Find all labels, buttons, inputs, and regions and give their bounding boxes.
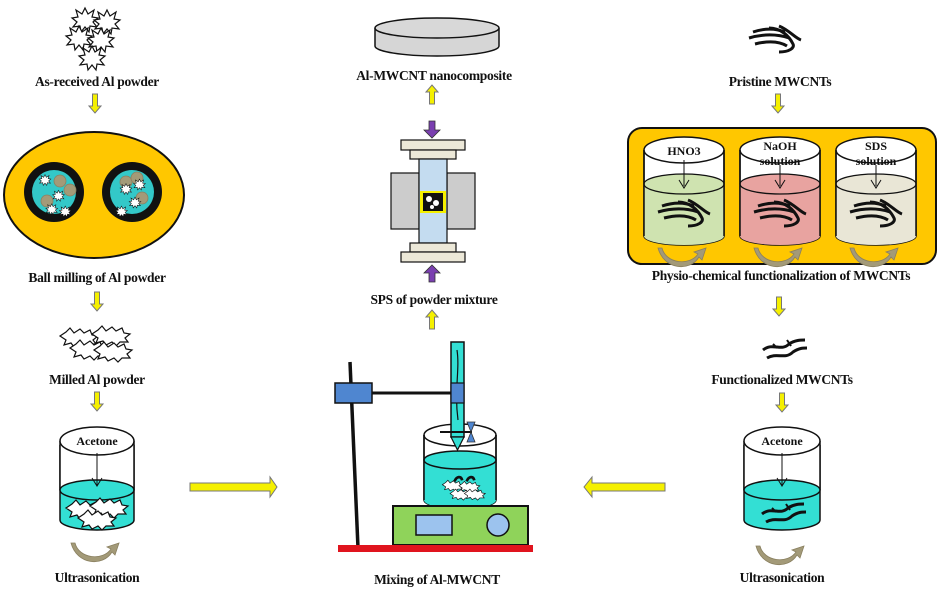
acetone-label-left: Acetone xyxy=(76,434,118,448)
arrow-down-icon xyxy=(772,296,786,317)
functionalization-label: Physio-chemical functionalization of MWC… xyxy=(651,268,911,283)
functionalization-panel: HNO3 NaOH solution SDS solution xyxy=(627,127,937,268)
functionalized-mwcnt-icon xyxy=(761,338,809,360)
arrow-up-icon xyxy=(425,309,439,330)
arrow-left-to-mixing xyxy=(583,475,666,499)
ultrasonication-right-label: Ultrasonication xyxy=(739,570,825,585)
naoh-solution-label: solution xyxy=(760,154,801,168)
arrow-down-icon xyxy=(775,392,789,413)
sds-solution-label: solution xyxy=(856,154,897,168)
sps-label: SPS of powder mixture xyxy=(370,292,498,307)
milled-al-powder-icon xyxy=(59,325,133,363)
naoh-label: NaOH xyxy=(763,139,797,153)
ultrasonication-beaker-left-icon xyxy=(59,426,135,563)
ultrasonication-left-label: Ultrasonication xyxy=(54,570,140,585)
hno3-label: HNO3 xyxy=(667,144,700,158)
nanocomposite-disc-icon xyxy=(374,17,500,57)
as-received-al-powder-icon xyxy=(65,7,121,71)
functionalized-mwcnt-label: Functionalized MWCNTs xyxy=(711,372,853,387)
sds-label: SDS xyxy=(865,139,887,153)
pristine-mwcnt-icon xyxy=(747,24,803,54)
arrow-right-to-mixing xyxy=(189,475,278,499)
arrow-down-icon xyxy=(90,291,104,312)
ball-mill-jar-icon xyxy=(3,131,185,259)
pristine-mwcnt-label: Pristine MWCNTs xyxy=(728,74,832,89)
arrow-down-icon xyxy=(771,93,785,114)
acetone-label-right: Acetone xyxy=(761,434,803,448)
arrow-down-icon xyxy=(88,93,102,114)
milled-al-powder-label: Milled Al powder xyxy=(49,372,145,387)
sps-die-icon xyxy=(390,120,476,283)
arrow-down-icon xyxy=(90,391,104,412)
mixing-label: Mixing of Al-MWCNT xyxy=(374,572,500,587)
sds-beaker-icon xyxy=(835,136,917,268)
hno3-beaker-icon xyxy=(643,136,725,268)
ultrasonication-beaker-right-icon xyxy=(743,426,821,566)
mixing-setup-icon xyxy=(334,341,533,552)
nanocomposite-label: Al-MWCNT nanocomposite xyxy=(356,68,512,83)
ball-milling-label: Ball milling of Al powder xyxy=(28,270,166,285)
as-received-al-powder-label: As-received Al powder xyxy=(35,74,159,89)
naoh-beaker-icon xyxy=(739,136,821,268)
arrow-up-icon xyxy=(425,84,439,105)
